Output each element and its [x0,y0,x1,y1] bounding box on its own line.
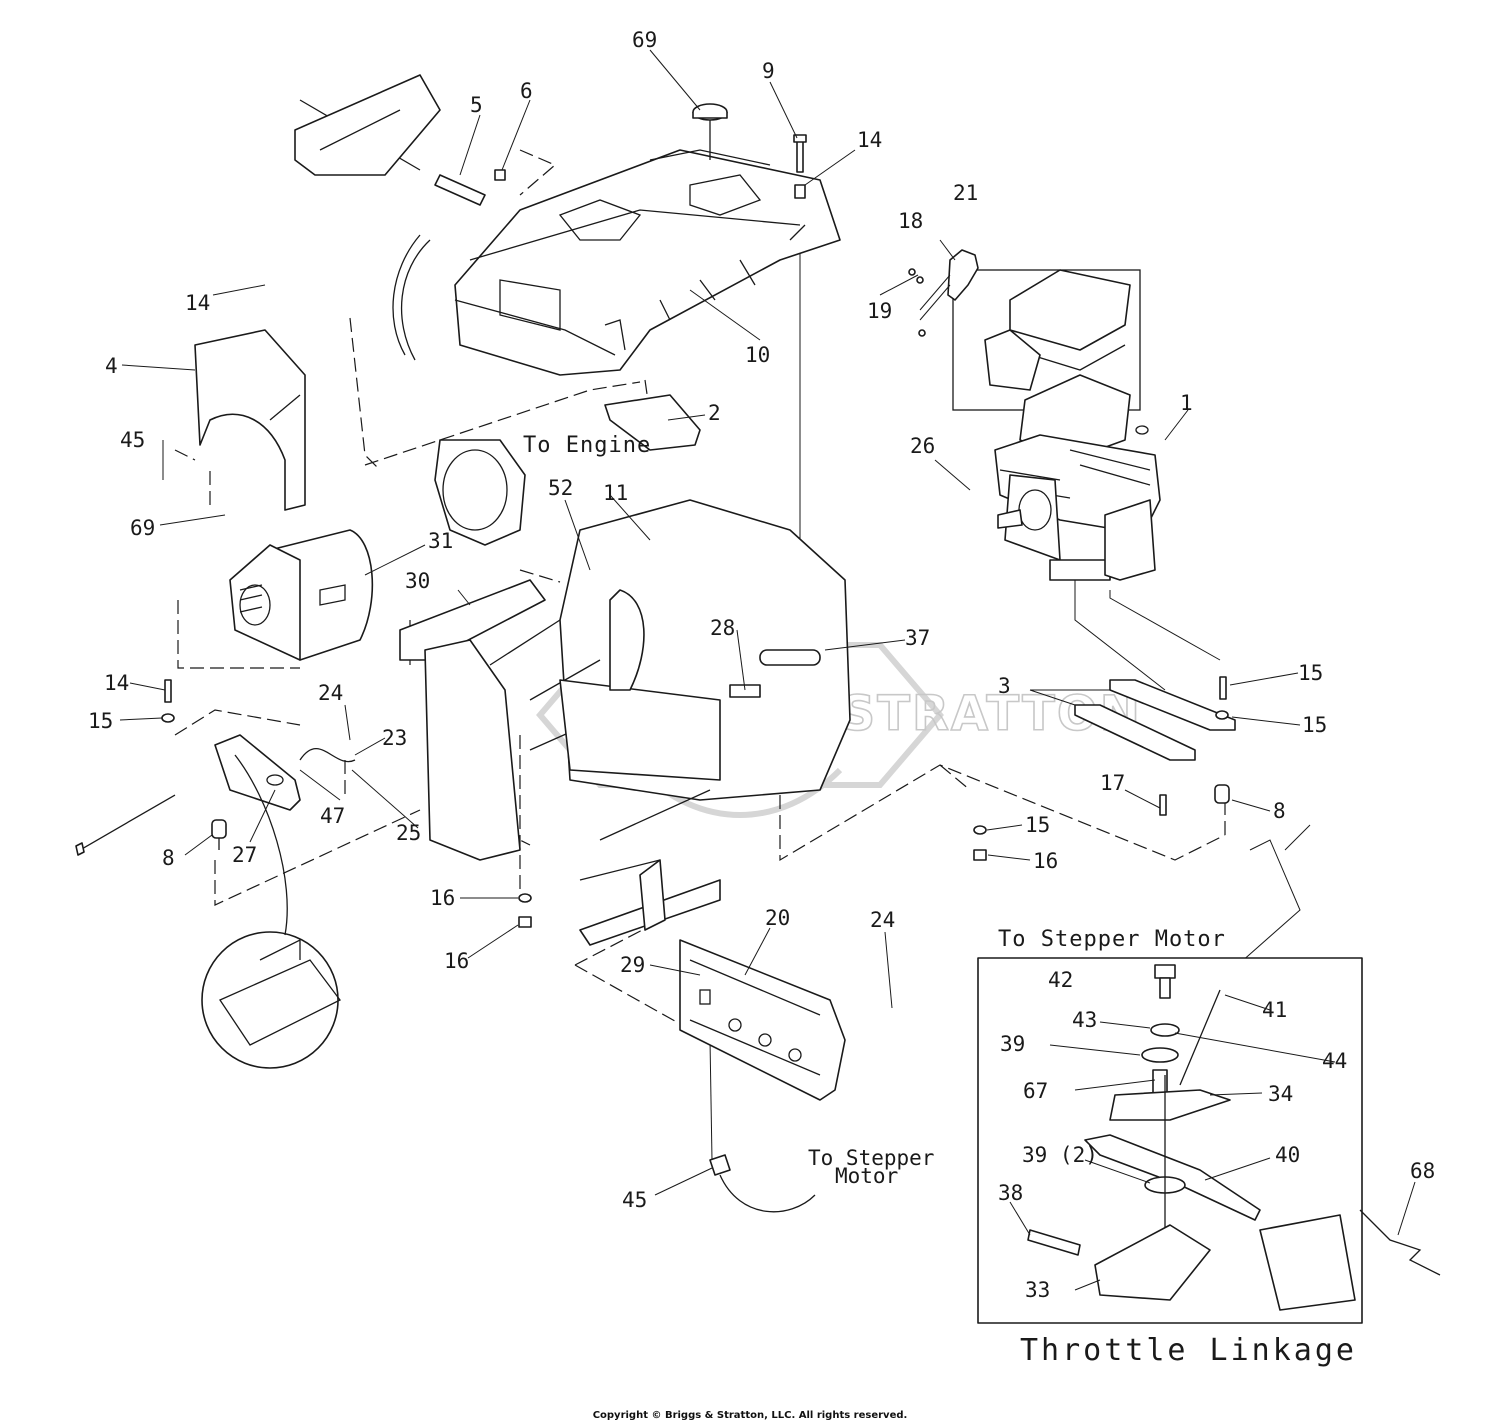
callout-15-right: 15 [1302,713,1327,737]
callout-25: 25 [396,821,421,845]
callout-1: 1 [1180,391,1193,415]
callout-10: 10 [745,343,770,367]
callout-29: 29 [620,953,645,977]
text-labels: To Engine To Stepper Motor To Stepper Mo… [523,433,1357,1368]
callout-17: 17 [1100,771,1125,795]
fuel-tank-cover [454,149,841,376]
callout-45-bottom: 45 [622,1188,647,1212]
callout-33: 33 [1025,1278,1050,1302]
callout-38: 38 [998,1181,1023,1205]
throttle-linkage-inset [977,957,1441,1324]
callout-30: 30 [405,569,430,593]
fuel-cap [692,103,728,160]
heat-shield [194,329,306,511]
callout-11: 11 [603,481,628,505]
callout-18: 18 [898,209,923,233]
brush-plate [214,734,356,811]
callout-6: 6 [520,79,533,103]
end-bell-housing [434,439,526,546]
callout-20: 20 [765,906,790,930]
callout-41: 41 [1262,998,1287,1022]
through-bolt [75,794,176,856]
callout-40: 40 [1275,1143,1300,1167]
engine [952,269,1161,581]
callout-8-right: 8 [1273,799,1286,823]
callout-15-left: 15 [88,709,113,733]
to-engine-label: To Engine [523,433,651,458]
callout-34: 34 [1268,1082,1293,1106]
copyright-notice: Copyright © Briggs & Stratton, LLC. All … [592,1410,908,1421]
callout-37: 37 [905,626,930,650]
callout-23: 23 [382,726,407,750]
callout-14-right: 15 [1298,661,1323,685]
base-rail [399,579,546,661]
callout-42: 42 [1048,968,1073,992]
callout-9: 9 [762,59,775,83]
harness-connector [709,1154,816,1213]
washer-nut-stacks [518,676,1230,928]
callout-68: 68 [1410,1159,1435,1183]
callout-31: 31 [428,529,453,553]
bolt-bushing-9-12 [793,134,807,199]
callout-13: 14 [185,291,210,315]
muffler-fragment [294,74,441,176]
callout-69: 69 [130,516,155,540]
callout-44: 44 [1322,1049,1347,1073]
callout-4: 4 [105,354,118,378]
engine-bracket [604,394,701,451]
callout-39: 39 [1000,1032,1025,1056]
callout-28: 28 [710,616,735,640]
mount-rails [1074,679,1236,761]
alternator [229,529,374,661]
callout-3: 3 [998,674,1011,698]
callout-5: 5 [470,93,483,117]
callout-12: 14 [857,128,882,152]
isolator-8-left [161,679,227,850]
to-stepper-motor-label: To Stepper Motor [998,927,1226,952]
callout-67: 67 [1023,1079,1048,1103]
callout-8-left: 8 [162,846,175,870]
callout-14-left: 14 [104,671,129,695]
control-panel [679,939,846,1101]
callout-numbers: 69 9 14 5 6 14 4 10 2 45 69 31 52 11 30 … [88,28,1435,1302]
callout-2: 2 [708,401,721,425]
callout-16-mid: 16 [1033,849,1058,873]
callout-24-left: 24 [318,681,343,705]
callout-45-top: 45 [120,428,145,452]
generator-frame [424,499,851,946]
callout-52: 52 [548,476,573,500]
leader-lines [119,49,1416,1291]
throttle-bracket [908,249,979,337]
detail-bubble [201,754,341,1069]
callout-24-right: 24 [870,908,895,932]
to-stepper-label-line1: To Stepper [808,1146,934,1170]
callout-21: 21 [953,181,978,205]
callout-16-bottom: 16 [444,949,469,973]
throttle-linkage-title: Throttle Linkage [1020,1333,1357,1368]
callout-47: 47 [320,804,345,828]
to-stepper-label-line2: Motor [835,1164,898,1188]
callout-43: 43 [1072,1008,1097,1032]
callout-7: 69 [632,28,657,52]
callout-15-mid: 15 [1025,813,1050,837]
callout-27: 27 [232,843,257,867]
callout-15-bottom: 16 [430,886,455,910]
callout-19: 19 [867,299,892,323]
callout-39-2: 39 (2) [1022,1143,1098,1167]
callout-26: 26 [910,434,935,458]
